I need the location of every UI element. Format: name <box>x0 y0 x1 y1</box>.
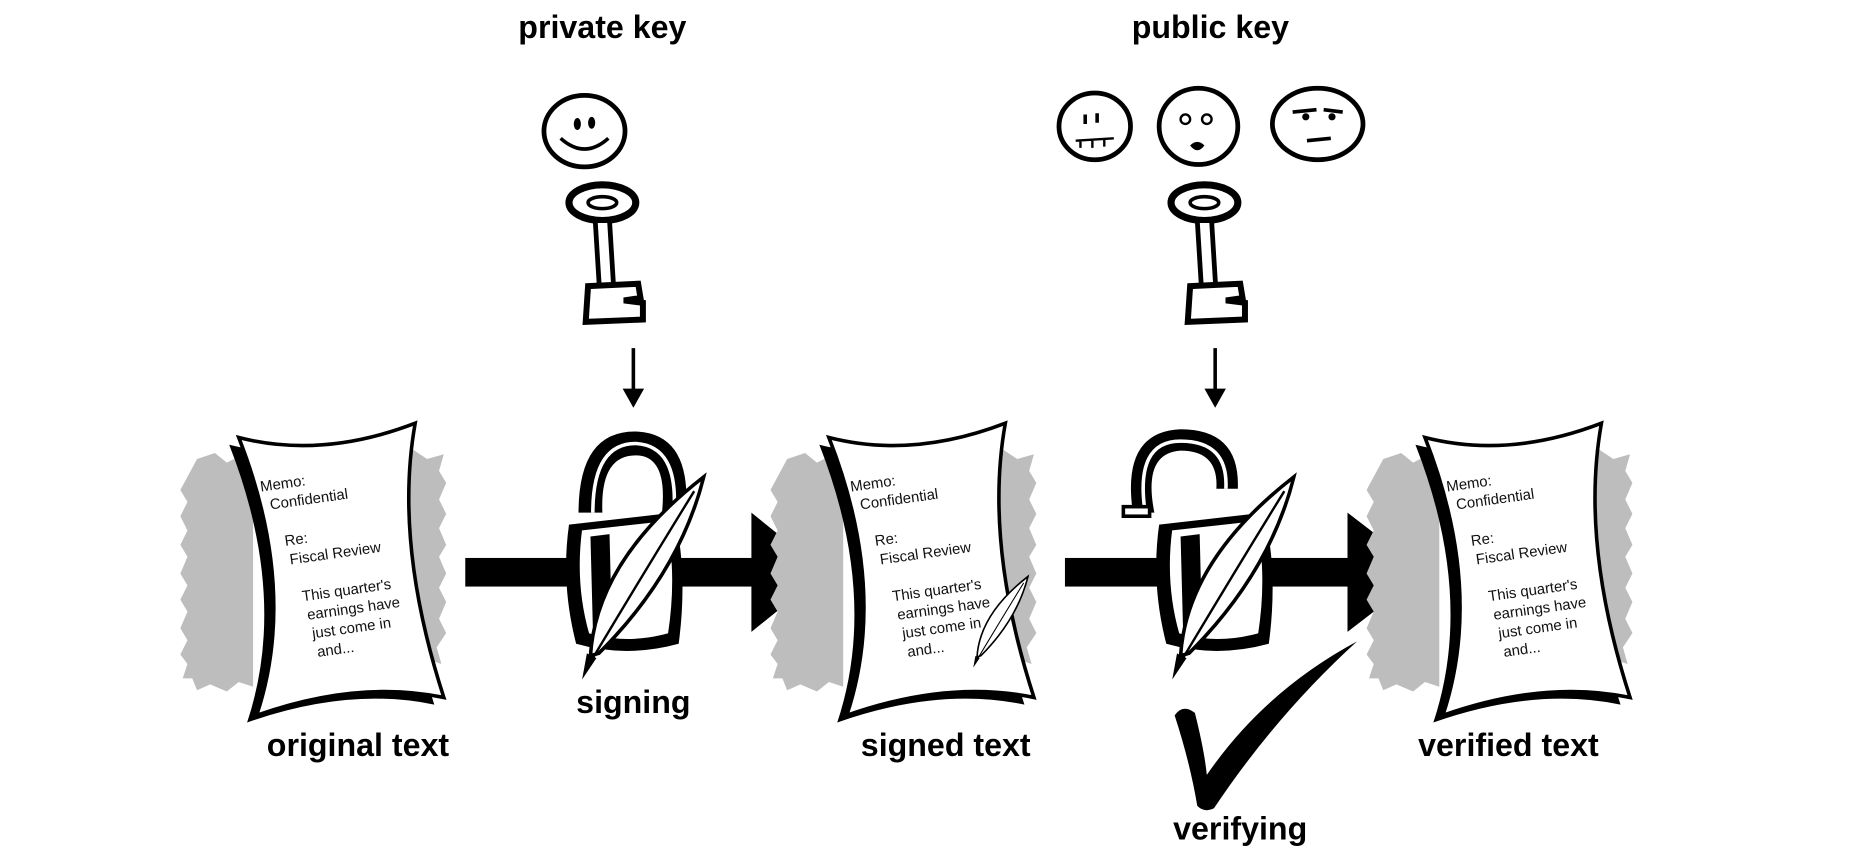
signed-text-label: signed text <box>861 727 1031 763</box>
svg-text:and...: and... <box>316 640 355 661</box>
signed-document: Memo: Confidential Re: Fiscal Review Thi… <box>768 421 1039 725</box>
private-key-label: private key <box>518 9 686 45</box>
arrow-down-icon <box>1204 348 1226 408</box>
public-key-icon <box>1171 185 1245 322</box>
svg-text:Memo:: Memo: <box>849 473 896 495</box>
svg-text:and...: and... <box>1502 640 1541 661</box>
closed-padlock-icon <box>564 431 706 682</box>
verified-document: Memo: Confidential Re: Fiscal Review Thi… <box>1364 421 1635 725</box>
private-key-icon <box>569 185 643 322</box>
checkmark-icon <box>1174 641 1358 811</box>
original-text-label: original text <box>267 727 450 763</box>
svg-text:Re:: Re: <box>1470 531 1495 550</box>
svg-text:Re:: Re: <box>284 531 309 550</box>
face-icon <box>1270 85 1366 163</box>
public-key-label: public key <box>1132 9 1289 45</box>
open-padlock-icon <box>1121 429 1296 682</box>
smiley-face-icon <box>541 92 628 170</box>
original-document: Memo: Confidential Re: Fiscal Review Thi… <box>178 421 448 725</box>
signing-label: signing <box>576 684 690 720</box>
verifying-label: verifying <box>1173 810 1307 846</box>
face-icon <box>1156 85 1241 167</box>
face-icon <box>1056 90 1133 163</box>
verified-text-label: verified text <box>1418 727 1599 763</box>
svg-text:Memo:: Memo: <box>259 473 306 495</box>
svg-text:Re:: Re: <box>874 531 899 550</box>
svg-text:Memo:: Memo: <box>1445 473 1492 495</box>
arrow-down-icon <box>622 348 645 408</box>
svg-text:and...: and... <box>906 640 945 661</box>
